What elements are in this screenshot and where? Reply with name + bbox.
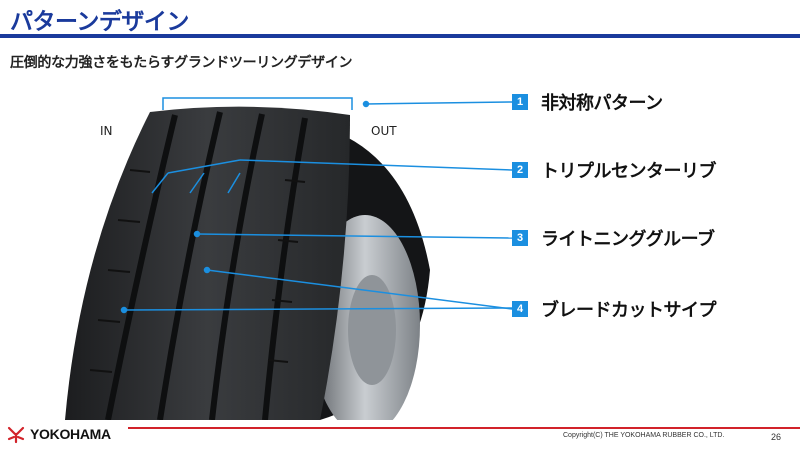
feature-number-badge: 1 — [512, 94, 528, 110]
callout-line-4a — [206, 269, 513, 310]
callout-line-1 — [365, 101, 513, 105]
feature-blade-cut-sipe: 4 ブレードカットサイプ — [512, 297, 717, 321]
copyright-text: Copyright(C) THE YOKOHAMA RUBBER CO., LT… — [563, 432, 725, 439]
feature-number-badge: 2 — [512, 162, 528, 178]
feature-label: ブレードカットサイプ — [541, 300, 717, 321]
feature-label: トリプルセンターリブ — [541, 161, 717, 182]
callout-line-2e — [239, 159, 513, 171]
tire-illustration — [65, 97, 513, 435]
feature-lightning-groove: 3 ライトニンググルーブ — [512, 226, 715, 250]
callout-line-2c — [227, 172, 241, 194]
callout-line-2b — [189, 172, 205, 194]
callout-line-3 — [196, 233, 513, 239]
wheel-hub — [348, 275, 396, 385]
callout-line-2d — [167, 159, 241, 174]
callout-line-4b — [123, 307, 513, 311]
brand-name: YOKOHAMA — [30, 426, 111, 442]
feature-label: 非対称パターン — [541, 93, 663, 114]
label-out: OUT — [371, 124, 397, 138]
tread-width-bracket — [162, 97, 353, 110]
title-underline — [0, 34, 800, 38]
yokohama-logo-icon — [7, 426, 25, 444]
feature-number-badge: 4 — [512, 301, 528, 317]
page-number: 26 — [771, 432, 782, 442]
feature-label: ライトニンググルーブ — [541, 229, 715, 250]
callout-line-2a — [151, 172, 169, 194]
feature-number-badge: 3 — [512, 230, 528, 246]
tire-diagram: IN OUT 1 非対称パターン 2 トリプルセンターリブ 3 ライトニンググル… — [0, 90, 800, 435]
footer-rule — [128, 427, 800, 429]
tire-tread — [65, 106, 350, 421]
feature-asymmetric-pattern: 1 非対称パターン — [512, 90, 663, 114]
feature-triple-center-rib: 2 トリプルセンターリブ — [512, 158, 717, 182]
brand-logo: YOKOHAMA — [6, 424, 111, 444]
page-title: パターンデザイン — [10, 9, 189, 35]
label-in: IN — [100, 124, 113, 138]
page-subtitle: 圧倒的な力強さをもたらすグランドツーリングデザイン — [10, 55, 353, 71]
